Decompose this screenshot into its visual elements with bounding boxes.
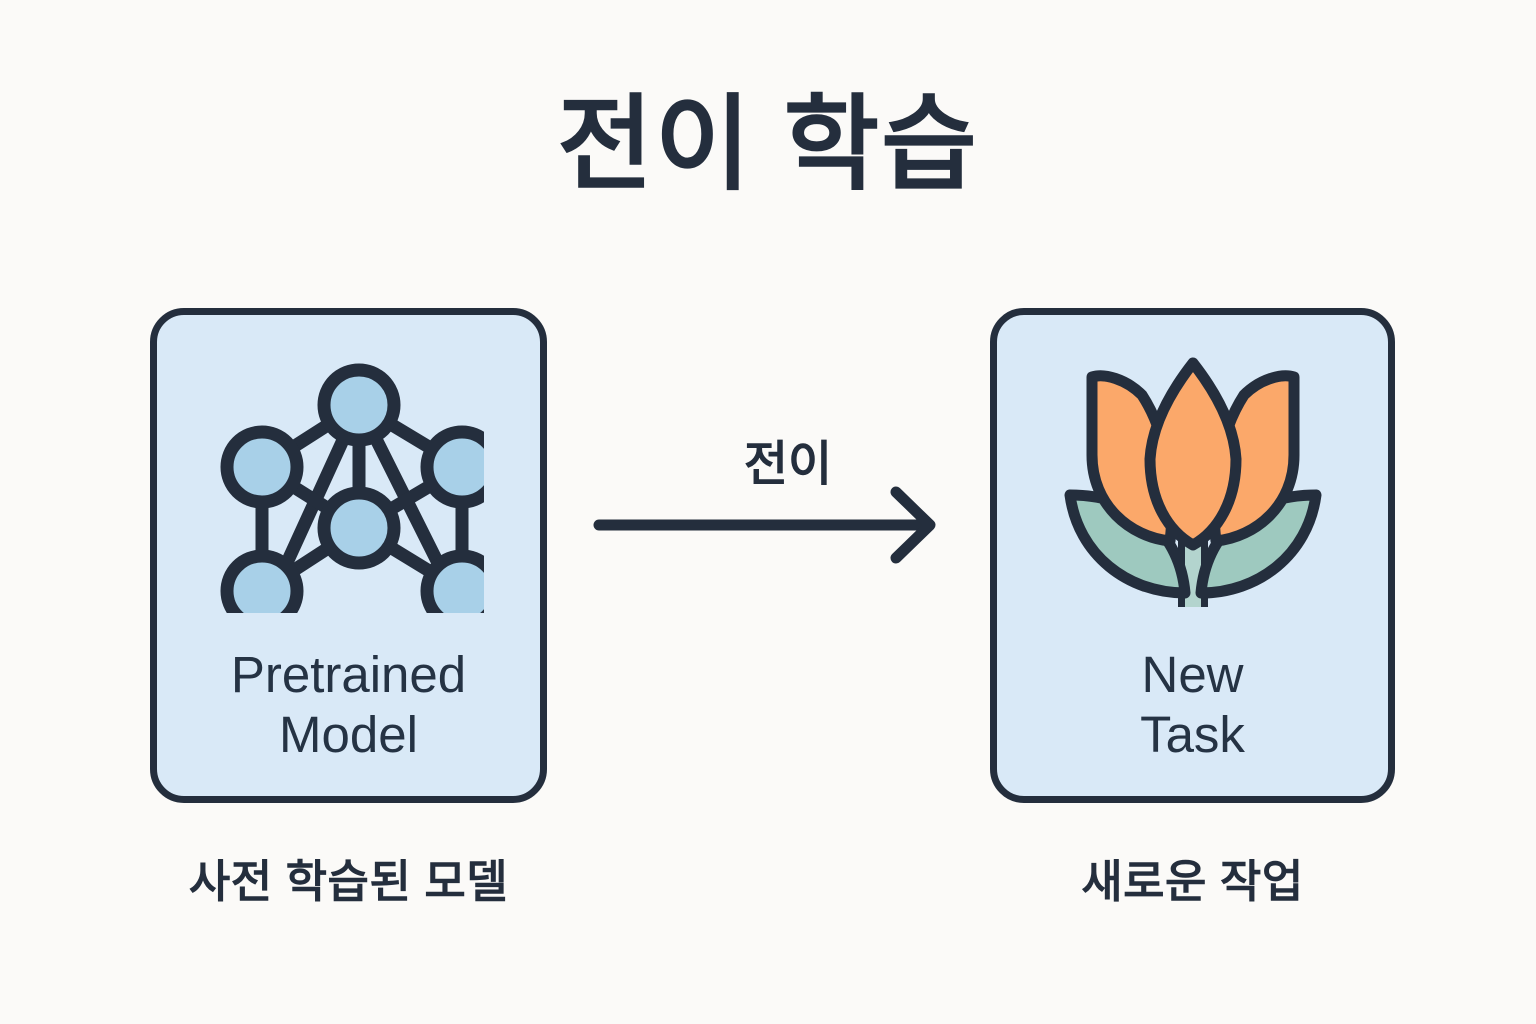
new-task-label: New Task: [1140, 646, 1245, 763]
pretrained-model-card[interactable]: Pretrained Model: [150, 308, 547, 803]
pretrained-model-label: Pretrained Model: [230, 646, 467, 763]
new-task-caption: 새로운 작업: [1081, 856, 1304, 907]
pretrained-model-caption: 사전 학습된 모델: [188, 856, 509, 907]
page-title: 전이 학습: [557, 87, 979, 203]
new-task-card[interactable]: New Task: [990, 308, 1395, 803]
transfer-arrow-icon: [590, 480, 950, 570]
tulip-icon: [997, 355, 1388, 625]
transfer-arrow-label: 전이: [743, 438, 833, 491]
neural-network-icon: [157, 363, 540, 613]
